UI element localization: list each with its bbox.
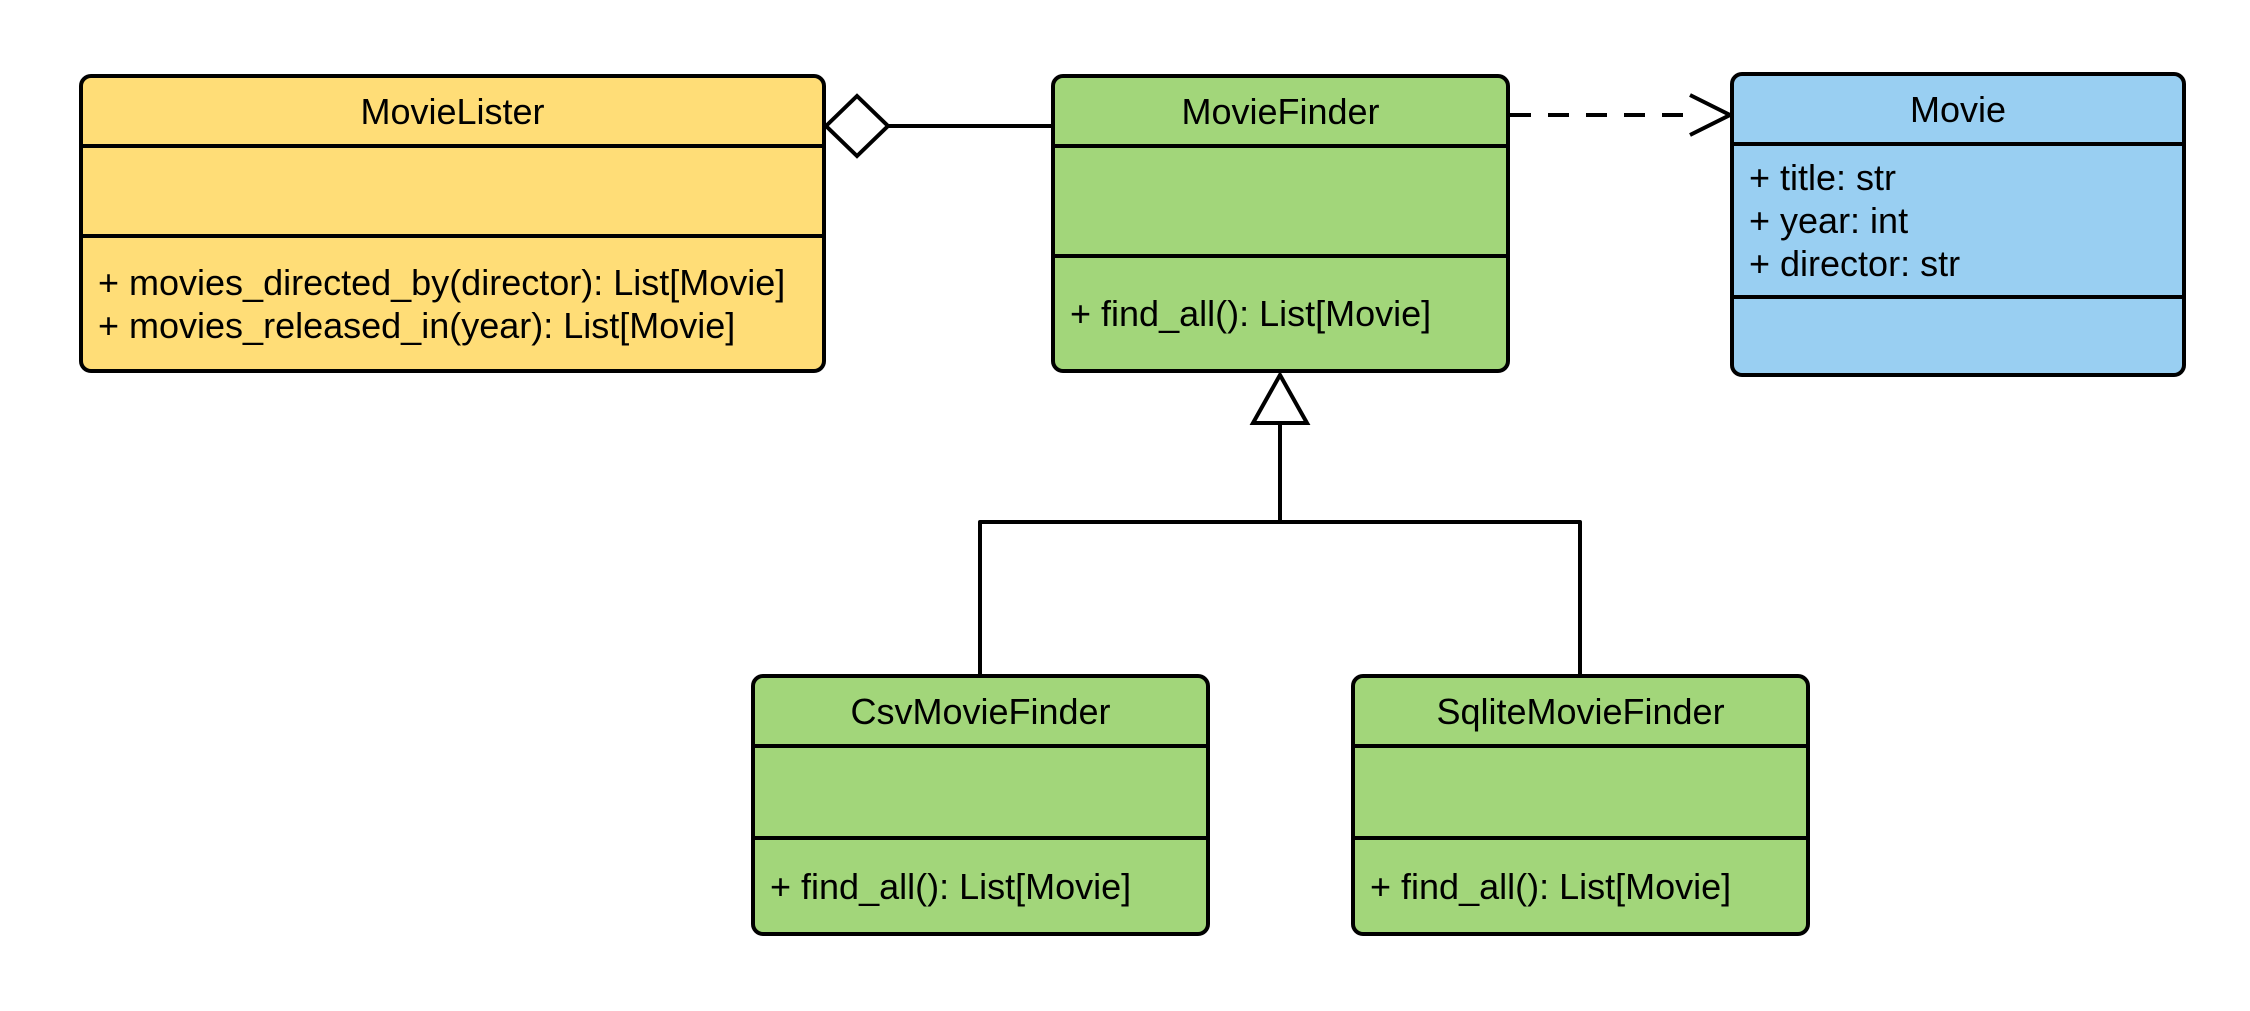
method-label: + find_all(): List[Movie] (1070, 293, 1432, 334)
attributes-compartment (83, 144, 822, 234)
attributes-compartment (1055, 144, 1506, 254)
aggregation-connector (823, 93, 1051, 159)
attributes-compartment: + title: str + year: int + director: str (1734, 142, 2182, 295)
method-label: + movies_released_in(year): List[Movie] (98, 304, 736, 346)
class-node-movielister: MovieLister + movies_directed_by(directo… (79, 74, 826, 373)
class-node-csvmoviefinder: CsvMovieFinder + find_all(): List[Movie] (751, 674, 1210, 936)
dependency-open-arrow-icon (1689, 93, 1735, 137)
methods-compartment: + find_all(): List[Movie] (755, 836, 1206, 932)
class-title: MovieFinder (1055, 78, 1506, 144)
class-name-label: CsvMovieFinder (850, 690, 1111, 732)
class-title: MovieLister (83, 78, 822, 144)
class-title: CsvMovieFinder (755, 678, 1206, 744)
class-name-label: MovieLister (360, 90, 545, 132)
class-name-label: SqliteMovieFinder (1436, 690, 1725, 732)
inheritance-connector (978, 370, 1582, 674)
inheritance-triangle-icon (1249, 370, 1311, 425)
class-title: SqliteMovieFinder (1355, 678, 1806, 744)
class-node-sqlitemoviefinder: SqliteMovieFinder + find_all(): List[Mov… (1351, 674, 1810, 936)
method-label: + find_all(): List[Movie] (770, 865, 1132, 907)
methods-compartment: + find_all(): List[Movie] (1355, 836, 1806, 932)
inheritance-bus-line (978, 520, 1582, 674)
methods-compartment: + movies_directed_by(director): List[Mov… (83, 234, 822, 369)
class-name-label: MovieFinder (1181, 90, 1380, 132)
class-name-label: Movie (1909, 88, 2007, 130)
methods-compartment: + find_all(): List[Movie] (1055, 254, 1506, 369)
attribute-label: + director: str (1749, 243, 1961, 284)
method-label: + find_all(): List[Movie] (1370, 865, 1732, 907)
class-node-moviefinder: MovieFinder + find_all(): List[Movie] (1051, 74, 1510, 373)
methods-compartment (1734, 295, 2182, 373)
class-title: Movie (1734, 76, 2182, 142)
class-node-movie: Movie + title: str + year: int + directo… (1730, 72, 2186, 377)
aggregation-diamond-icon (823, 93, 891, 159)
dependency-connector (1510, 93, 1735, 137)
attribute-label: + title: str (1749, 157, 1897, 198)
attributes-compartment (755, 744, 1206, 836)
attribute-label: + year: int (1749, 200, 1909, 241)
attributes-compartment (1355, 744, 1806, 836)
method-label: + movies_directed_by(director): List[Mov… (98, 261, 786, 303)
